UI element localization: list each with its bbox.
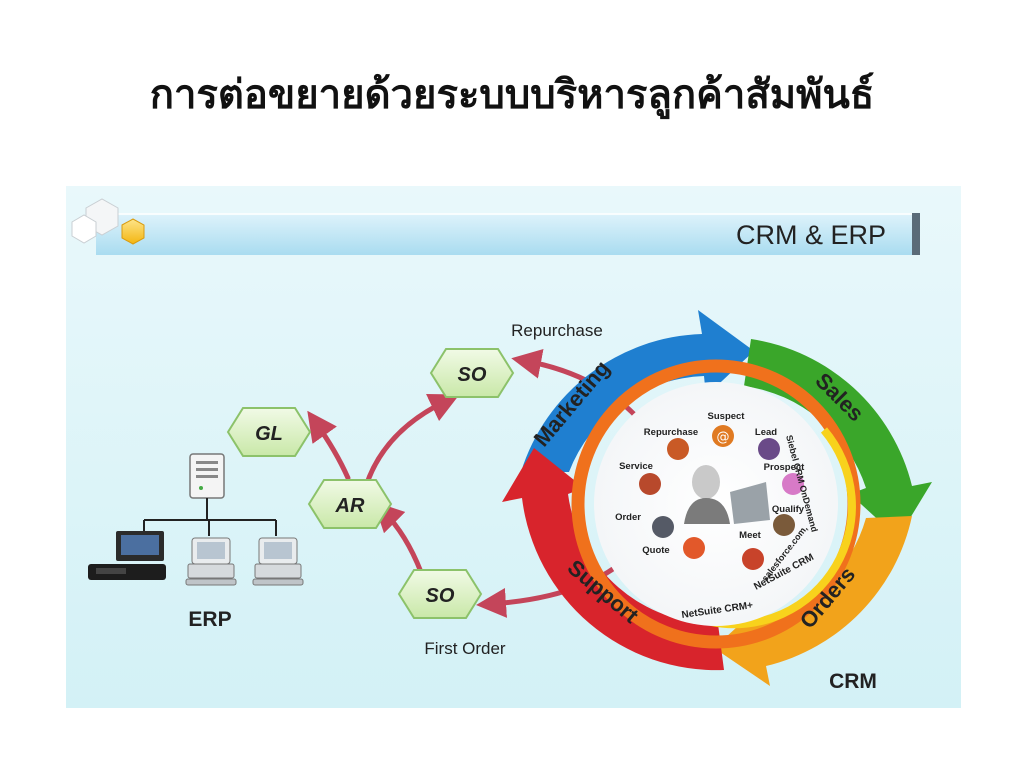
stage-meet: Meet — [739, 530, 761, 541]
repurchase-icon — [667, 438, 689, 460]
banner-title: CRM & ERP — [736, 220, 886, 250]
stage-suspect: Suspect — [708, 411, 746, 422]
erp-network: ERP — [88, 453, 304, 631]
meet-icon — [742, 548, 764, 570]
hex-node-gl: GL — [226, 407, 312, 457]
lead-icon — [758, 438, 780, 460]
svg-text:@: @ — [717, 430, 730, 445]
netsuite-arc — [710, 427, 856, 629]
order-icon — [652, 516, 674, 538]
crm-label: CRM — [829, 670, 877, 693]
segment-support — [502, 448, 724, 671]
stage-order: Order — [615, 512, 641, 523]
stage-lead: Lead — [755, 427, 777, 438]
stage-repurchase: Repurchase — [644, 427, 698, 438]
stage-qualify: Qualify — [772, 504, 805, 515]
arrow-ar-to-gl — [307, 410, 351, 481]
erp-label: ERP — [188, 608, 231, 631]
first-order-label: First Order — [424, 639, 506, 658]
stage-prospect: Prospect — [764, 462, 805, 473]
hex-node-ar: AR — [307, 479, 393, 529]
hex-node-so-bottom: SO — [397, 569, 483, 619]
banner: CRM & ERP — [71, 198, 920, 255]
quote-icon — [683, 537, 705, 559]
prospect-icon — [782, 473, 804, 495]
stage-icons: @ — [639, 425, 804, 570]
arrow-ar-to-so-top — [363, 394, 460, 489]
crm-cycle: @ Suspect Repurchase Lead Prospect Servi… — [502, 310, 932, 686]
stage-service: Service — [619, 461, 653, 472]
stage-quote: Quote — [642, 545, 669, 556]
crm-erp-diagram: CRM & ERP — [66, 186, 961, 708]
person-at-laptop-icon — [684, 465, 770, 524]
qualify-icon — [773, 514, 795, 536]
hex-node-so-bottom-label: SO — [426, 585, 455, 607]
hex-node-so-top-label: SO — [458, 364, 487, 386]
computer-icon — [185, 537, 237, 586]
hex-node-gl-label: GL — [255, 423, 283, 445]
pos-terminal-icon — [88, 531, 166, 580]
banner-hex-gold-icon — [121, 218, 145, 245]
suspect-icon — [712, 425, 734, 447]
slide-title: การต่อขยายด้วยระบบบริหารลูกค้าสัมพันธ์ — [149, 71, 875, 118]
service-icon — [639, 473, 661, 495]
computer-icon — [252, 537, 304, 586]
hex-node-so-top: SO — [429, 348, 515, 398]
stage-labels: Suspect Repurchase Lead Prospect Service… — [615, 411, 805, 556]
hex-node-ar-label: AR — [335, 495, 365, 517]
arrow-so-bottom-to-ar — [373, 501, 424, 575]
repurchase-label: Repurchase — [511, 321, 603, 340]
server-icon — [189, 453, 225, 499]
banner-hex-white-icon — [71, 214, 97, 244]
